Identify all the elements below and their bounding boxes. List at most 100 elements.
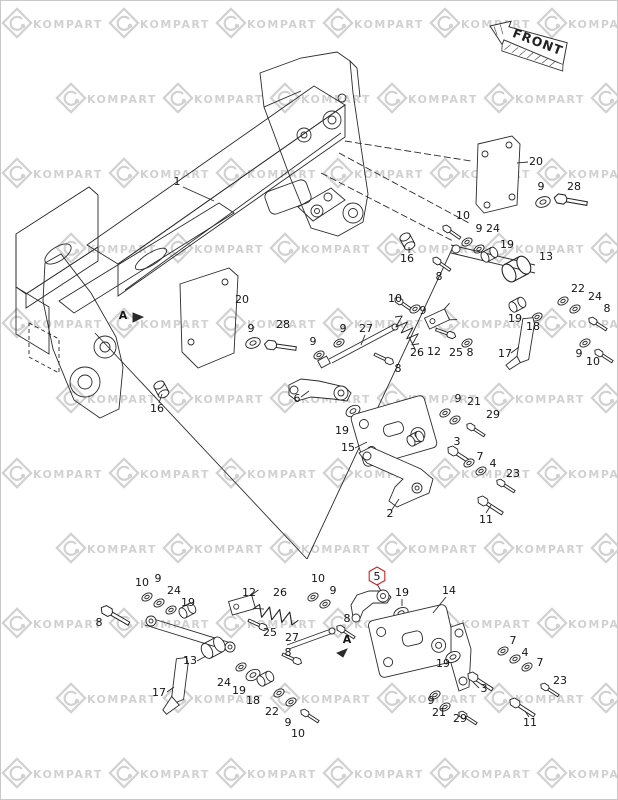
highlight-hexagon [368, 566, 386, 586]
callout-19: 19 [181, 596, 195, 609]
kompart-watermark: KOMPART [590, 682, 617, 714]
watermark-text: KOMPART [301, 693, 371, 706]
callout-8: 8 [436, 270, 443, 283]
kompart-watermark: KOMPART [55, 382, 157, 414]
loader-frame-drawing [15, 51, 472, 560]
callout-19: 19 [508, 312, 522, 325]
watermark-text: KOMPART [408, 93, 478, 106]
callout-7: 7 [537, 656, 544, 669]
callout-27: 27 [359, 322, 373, 335]
watermark-text: KOMPART [87, 93, 157, 106]
watermark-text: KOMPART [87, 543, 157, 556]
watermark-text: KOMPART [515, 243, 585, 256]
callout-24: 24 [588, 290, 602, 303]
kompart-watermark: KOMPART [55, 532, 157, 564]
watermark-text: KOMPART [33, 468, 103, 481]
watermark-text: KOMPART [247, 768, 317, 781]
callout-8: 8 [344, 612, 351, 625]
callout-1: 1 [174, 175, 181, 188]
callout-23: 23 [506, 467, 520, 480]
callout-16: 16 [400, 252, 414, 265]
callout-24: 24 [486, 222, 500, 235]
kompart-watermark: KOMPART [590, 382, 617, 414]
kompart-watermark: KOMPART [322, 157, 422, 189]
callout-24: 24 [217, 676, 231, 689]
callout-19: 19 [232, 684, 246, 697]
watermark-text: KOMPART [515, 543, 585, 556]
callout-15: 15 [341, 441, 355, 454]
callout-9: 9 [420, 304, 427, 317]
watermark-text: KOMPART [194, 693, 264, 706]
watermark-text: KOMPART [515, 693, 585, 706]
kompart-watermark: KOMPART [108, 307, 210, 339]
callout-8: 8 [604, 302, 611, 315]
callout-13: 13 [539, 250, 553, 263]
kompart-watermark: KOMPART [483, 382, 583, 414]
watermark-text: KOMPART [194, 543, 264, 556]
watermark-text: KOMPART [140, 618, 210, 631]
callout-3: 3 [454, 435, 461, 448]
watermark-layer: KOMPART KOMPART KOMPART KOMPART KOMPART KOMPA… [1, 7, 618, 789]
callout-19: 19 [500, 238, 514, 251]
callout-24: 24 [167, 584, 181, 597]
callout-29: 29 [486, 408, 500, 421]
callout-9: 9 [155, 572, 162, 585]
callout-9: 9 [330, 584, 337, 597]
watermark-text: KOMPART [194, 393, 264, 406]
kompart-watermark: KOMPART [483, 532, 585, 564]
callout-4: 4 [490, 457, 497, 470]
callout-6: 6 [294, 392, 301, 405]
kompart-watermark: KOMPART [162, 82, 264, 114]
callout-10: 10 [586, 355, 600, 368]
watermark-text: KOMPART [33, 318, 103, 331]
callout-9: 9 [455, 392, 462, 405]
watermark-text: KOMPART [568, 468, 618, 481]
callout-10: 10 [388, 292, 402, 305]
callout-28: 28 [276, 318, 290, 331]
watermark-text: KOMPART [354, 18, 424, 31]
callout-27: 27 [285, 631, 299, 644]
upper-linkage-group [288, 302, 475, 420]
callout-7: 7 [510, 634, 517, 647]
section-a-arrow-upper [132, 312, 145, 323]
kompart-watermark: KOMPART [108, 457, 208, 489]
kompart-watermark: KOMPART [590, 532, 617, 564]
kompart-watermark: KOMPART [429, 757, 529, 789]
callout-7: 7 [477, 450, 484, 463]
callout-19: 19 [436, 657, 450, 670]
kompart-watermark: KOMPART [536, 7, 617, 39]
kompart-watermark: KOMPART [536, 607, 617, 639]
kompart-watermark: KOMPART [269, 532, 369, 564]
upper-right-bracket-group [475, 135, 589, 214]
watermark-text: KOMPART [247, 168, 317, 181]
callout-16: 16 [150, 402, 164, 415]
watermark-text: KOMPART [140, 18, 210, 31]
watermark-text: KOMPART [33, 18, 103, 31]
kompart-watermark: KOMPART [1, 307, 103, 339]
kompart-watermark: KOMPART [55, 682, 155, 714]
kompart-watermark: KOMPART [269, 682, 371, 714]
callout-10: 10 [456, 209, 470, 222]
callout-A: A [343, 633, 352, 646]
kompart-watermark: KOMPART [536, 157, 618, 189]
kompart-watermark: KOMPART [162, 232, 262, 264]
kompart-watermark: KOMPART [322, 757, 422, 789]
kompart-watermark: KOMPART [162, 532, 264, 564]
kompart-watermark: KOMPART [108, 157, 208, 189]
callout-29: 29 [453, 712, 467, 725]
watermark-text: KOMPART [140, 318, 210, 331]
watermark-text: KOMPART [568, 168, 618, 181]
watermark-text: KOMPART [33, 168, 103, 181]
callout-9: 9 [340, 322, 347, 335]
watermark-text: KOMPART [247, 18, 317, 31]
kompart-watermark: KOMPART [1, 457, 103, 489]
kompart-watermark: KOMPART [108, 757, 208, 789]
kompart-watermark: KOMPART [1, 7, 103, 39]
left-mid-fasteners [152, 335, 298, 404]
watermark-text: KOMPART [194, 93, 264, 106]
kompart-watermark: KOMPART [536, 757, 617, 789]
watermark-text: KOMPART [87, 393, 157, 406]
kompart-watermark: KOMPART [215, 157, 317, 189]
kompart-watermark: KOMPART [108, 7, 210, 39]
